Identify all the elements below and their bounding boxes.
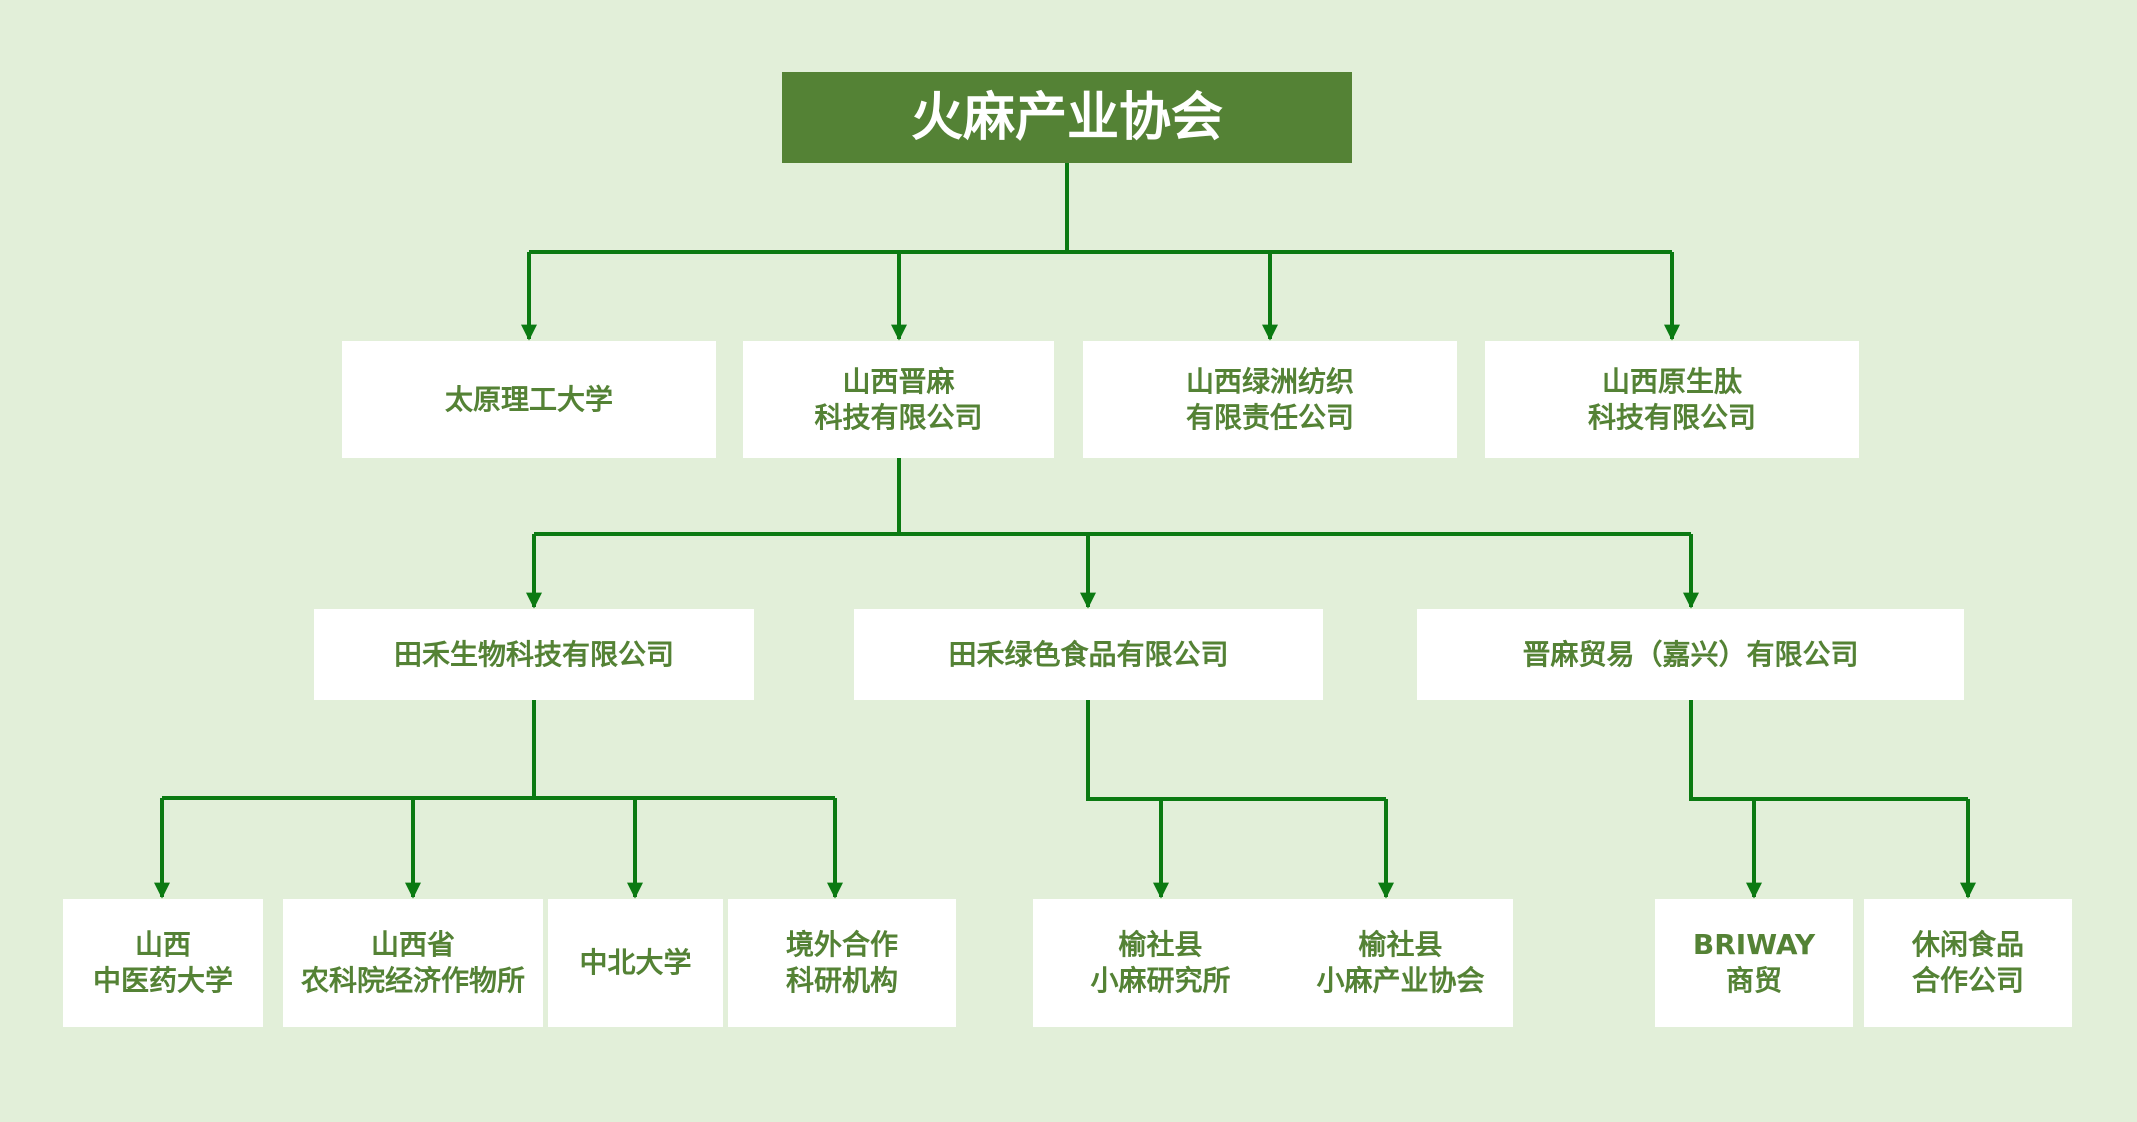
node-shanxi-jinma-technology: 山西晋麻 科技有限公司 [743, 341, 1054, 458]
node-label-line: 科技有限公司 [814, 400, 983, 434]
root-node-hemp-industry-association: 火麻产业协会 [782, 72, 1352, 163]
node-label-line: 山西省 [370, 928, 455, 961]
node-briway-trading: BRIWAY 商贸 [1655, 899, 1853, 1027]
node-north-university-of-china: 中北大学 [548, 899, 723, 1027]
node-label-line: 商贸 [1725, 964, 1782, 997]
node-label-line: 中北大学 [579, 946, 692, 979]
node-label-line: 晋麻贸易（嘉兴）有限公司 [1522, 637, 1859, 671]
node-shanxi-native-peptide-technology: 山西原生肽 科技有限公司 [1485, 341, 1859, 458]
connector-greenfood-bus [1086, 700, 1386, 801]
node-shanxi-tcm-university: 山西 中医药大学 [63, 899, 263, 1027]
node-tianhe-green-food: 田禾绿色食品有限公司 [854, 609, 1323, 700]
node-label-line: 农科院经济作物所 [300, 964, 525, 997]
node-label-line: 科技有限公司 [1587, 400, 1756, 434]
node-label-line: 榆社县 [1358, 928, 1443, 961]
node-label-line: BRIWAY [1692, 928, 1816, 961]
node-jinma-trading-jiaxing: 晋麻贸易（嘉兴）有限公司 [1417, 609, 1964, 700]
node-shanxi-oasis-textile: 山西绿洲纺织 有限责任公司 [1083, 341, 1457, 458]
node-label-line: 休闲食品 [1911, 928, 2024, 961]
node-label-line: 山西 [134, 928, 191, 961]
node-tianhe-biotech: 田禾生物科技有限公司 [314, 609, 754, 700]
node-label-line: 田禾生物科技有限公司 [393, 637, 674, 671]
node-yushe-hemp-research-institute: 榆社县 小麻研究所 [1033, 899, 1288, 1027]
node-label-line: 有限责任公司 [1185, 400, 1354, 434]
node-label-line: 山西绿洲纺织 [1185, 364, 1354, 398]
connector-trading-bus [1689, 700, 1968, 801]
node-label-line: 科研机构 [785, 964, 898, 997]
node-label-line: 太原理工大学 [444, 382, 613, 416]
node-label-line: 小麻产业协会 [1316, 964, 1485, 997]
node-label-line: 山西晋麻 [842, 364, 955, 398]
node-label-line: 田禾绿色食品有限公司 [948, 637, 1229, 671]
node-taiyuan-university-of-technology: 太原理工大学 [342, 341, 716, 458]
node-shanxi-academy-economic-crops: 山西省 农科院经济作物所 [283, 899, 543, 1027]
node-label-line: 小麻研究所 [1090, 964, 1231, 997]
node-yushe-hemp-industry-association: 榆社县 小麻产业协会 [1288, 899, 1513, 1027]
node-label-line: 山西原生肽 [1601, 364, 1742, 398]
node-label-line: 境外合作 [785, 928, 898, 961]
node-snack-food-partner: 休闲食品 合作公司 [1864, 899, 2072, 1027]
root-node-label: 火麻产业协会 [910, 87, 1223, 148]
node-label-line: 榆社县 [1118, 928, 1203, 961]
node-label-line: 合作公司 [1911, 964, 2024, 997]
node-label-line: 中医药大学 [92, 964, 233, 997]
node-overseas-research-institutions: 境外合作 科研机构 [728, 899, 956, 1027]
